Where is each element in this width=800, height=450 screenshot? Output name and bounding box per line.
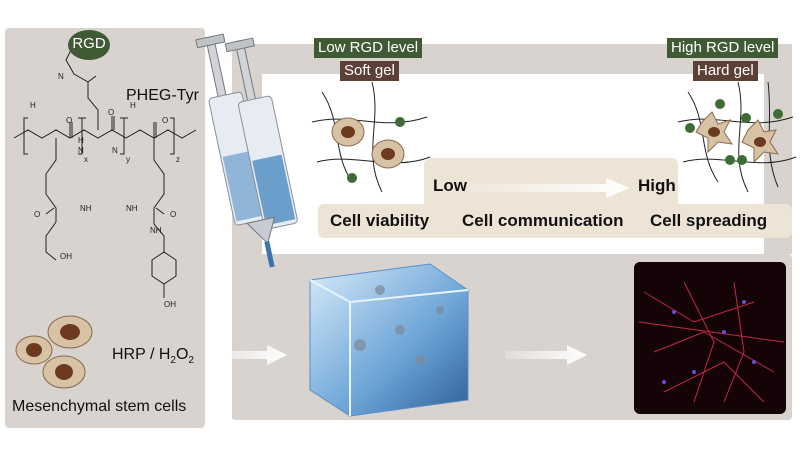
rgd-badge	[68, 30, 110, 60]
cell-spreading-label: Cell spreading	[650, 211, 768, 230]
syringe-illustration	[195, 33, 298, 268]
gradient-high-label: High	[638, 176, 676, 195]
atom-label: O	[34, 210, 41, 219]
hydrogel-cube	[309, 263, 469, 417]
hard-gel-tag: Hard gel	[693, 61, 758, 81]
atom-label: NH	[150, 226, 162, 235]
arrow-to-hydrogel	[205, 345, 287, 365]
soft-gel-tag: Soft gel	[340, 61, 399, 81]
polymer-structure	[13, 47, 197, 298]
subscript-z: z	[176, 155, 180, 164]
low-rgd-tag: Low RGD level	[314, 38, 423, 58]
atom-label: H	[130, 101, 136, 110]
atom-label: N	[58, 72, 64, 81]
atom-label: O	[170, 210, 177, 219]
atom-label: N	[78, 146, 84, 155]
cell-communication-label: Cell communication	[462, 211, 624, 230]
atom-label: O	[66, 116, 73, 125]
fluorescence-micrograph	[634, 262, 786, 414]
atom-label: N	[112, 146, 118, 155]
high-rgd-tag: High RGD level	[667, 38, 779, 58]
crosslinker-label: HRP / H2O2	[112, 346, 194, 367]
atom-label: NH	[126, 204, 138, 213]
gradient-low-label: Low	[433, 176, 467, 195]
cell-viability-label: Cell viability	[330, 211, 430, 230]
stem-cells-illustration	[15, 315, 93, 389]
atom-label: OH	[164, 300, 176, 309]
subscript-x: x	[84, 155, 88, 164]
atom-label: OH	[60, 252, 72, 261]
atom-label: H	[78, 136, 84, 145]
atom-label: O	[162, 116, 169, 125]
arrow-to-image	[505, 345, 587, 365]
rgd-label: RGD	[72, 35, 106, 52]
soft-gel-network	[311, 81, 431, 193]
atom-label: H	[30, 101, 36, 110]
gradient-arrow	[466, 178, 630, 198]
gradient-bar	[424, 158, 678, 204]
subscript-y: y	[126, 155, 130, 164]
hard-gel-network	[677, 81, 797, 193]
property-bar	[318, 204, 792, 238]
stem-cells-label: Mesenchymal stem cells	[12, 398, 187, 415]
atom-label: NH	[80, 204, 92, 213]
polymer-name: PHEG-Tyr	[126, 87, 199, 104]
atom-label: O	[108, 108, 115, 117]
